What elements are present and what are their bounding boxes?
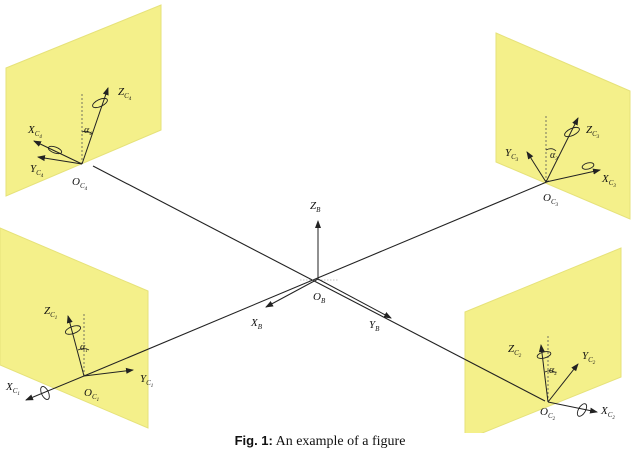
camera-c1-axes — [25, 312, 134, 401]
caption-label: Fig. 1: — [234, 433, 273, 448]
label-alpha-4: α4 — [84, 125, 92, 137]
label-o-c4: OC4 — [72, 176, 88, 192]
label-x-c4: XC4 — [27, 124, 42, 140]
camera-plane-c1 — [0, 227, 149, 429]
camera-plane-c4 — [5, 4, 162, 197]
label-o-c2: OC2 — [540, 406, 556, 422]
camera-c4-axes — [33, 87, 109, 165]
label-o-c3: OC3 — [543, 192, 559, 208]
label-y-c3: YC3 — [505, 147, 519, 163]
camera-plane-c2 — [464, 247, 622, 433]
label-z-c3: ZC3 — [586, 124, 600, 140]
label-alpha-2: α2 — [549, 365, 557, 377]
label-x-c3: XC3 — [601, 173, 616, 189]
label-alpha-3: α3 — [550, 150, 558, 162]
label-y-b: YB — [369, 319, 380, 333]
body-x-axis — [265, 278, 319, 308]
camera-c2-axes — [536, 335, 598, 417]
label-y-c1: YC1 — [140, 373, 153, 389]
camera-c3-axes — [526, 115, 601, 183]
label-z-c2: ZC2 — [508, 343, 522, 359]
label-y-c2: YC2 — [582, 350, 596, 366]
label-z-b: ZB — [310, 200, 321, 214]
label-o-b: OB — [313, 291, 326, 305]
label-x-c1: XC1 — [5, 381, 20, 397]
camera-rig-diagram: ZB OB XB YB ZC4 α4 XC4 YC4 OC4 ZC3 α3 YC… — [0, 4, 631, 433]
caption-text: An example of a figure — [272, 434, 406, 449]
label-x-c2: XC2 — [600, 405, 615, 421]
figure-caption: Fig. 1: An example of a figure — [0, 433, 640, 450]
label-y-c4: YC4 — [30, 163, 44, 179]
label-z-c1: ZC1 — [44, 305, 57, 321]
camera-plane-c3 — [495, 32, 631, 220]
label-alpha-1: α1 — [80, 342, 88, 354]
label-o-c1: OC1 — [84, 387, 99, 403]
body-y-axis — [317, 278, 392, 319]
baseline-c1-c3 — [83, 180, 550, 377]
label-z-c4: ZC4 — [118, 86, 132, 102]
baseline-c4-c2 — [92, 165, 546, 402]
label-x-b: XB — [250, 317, 263, 331]
